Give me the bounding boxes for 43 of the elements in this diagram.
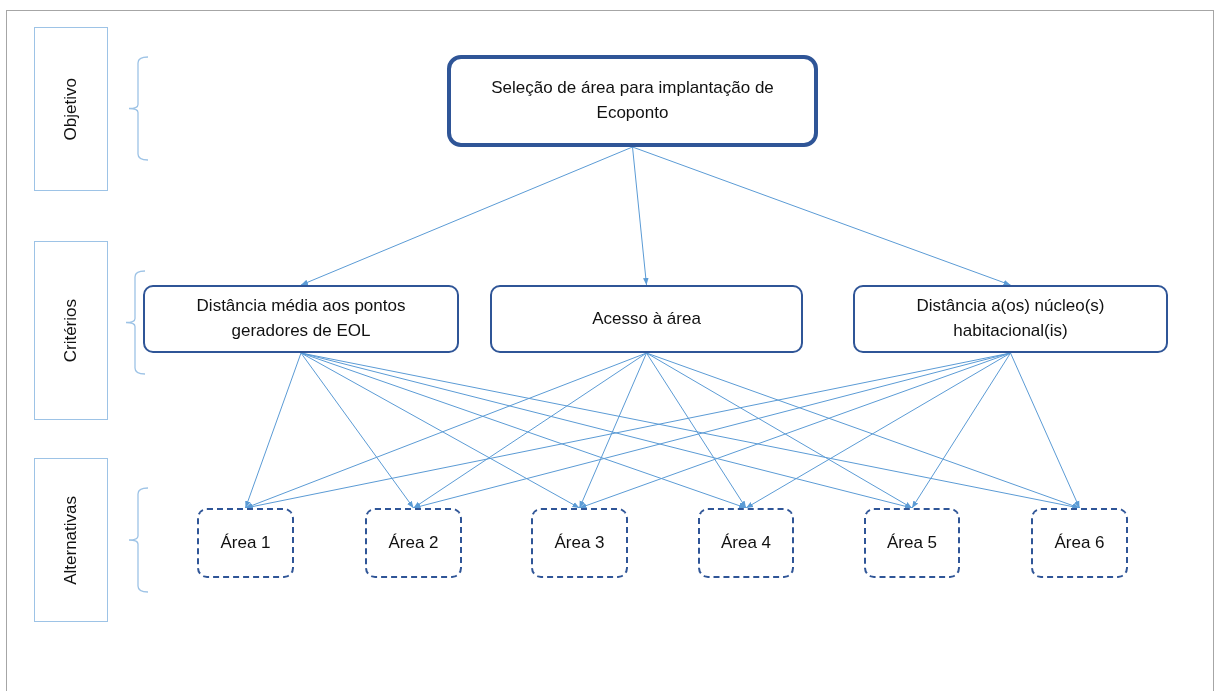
node-text: Área 5 xyxy=(886,531,938,554)
arrow xyxy=(745,352,1011,509)
goal-box xyxy=(447,55,818,147)
criterion-box xyxy=(853,285,1168,353)
alternative-box xyxy=(531,508,628,578)
arrow xyxy=(413,352,1011,509)
level-label-box xyxy=(34,241,108,420)
alternative-box xyxy=(698,508,794,578)
node-text: Seleção de área para implantação de Ecoponto xyxy=(490,77,775,124)
arrow xyxy=(245,352,302,509)
arrow xyxy=(646,352,1080,509)
arrow xyxy=(300,146,633,286)
node-text: Distância a(os) núcleo(s) habitacional(is) xyxy=(915,295,1106,342)
node-text: Área 1 xyxy=(220,531,271,554)
criterion-box xyxy=(490,285,803,353)
arrow xyxy=(632,146,1011,286)
node-text: Área 2 xyxy=(388,531,439,554)
node-text: Área 4 xyxy=(720,531,772,554)
arrow xyxy=(300,352,580,509)
criterion-box xyxy=(143,285,459,353)
arrow xyxy=(579,352,1011,509)
arrow xyxy=(300,352,414,509)
node-text: Objetivo xyxy=(61,77,81,141)
alternative-box xyxy=(864,508,960,578)
level-label-box xyxy=(34,27,108,191)
arrow xyxy=(579,352,647,509)
arrow xyxy=(911,352,1011,509)
node-text: Área 3 xyxy=(554,531,605,554)
arrow xyxy=(646,352,747,509)
node-text: Área 6 xyxy=(1054,531,1105,554)
node-text: Acesso à área xyxy=(592,307,701,330)
alternative-box xyxy=(1031,508,1128,578)
arrow xyxy=(413,352,647,509)
level-label-box xyxy=(34,458,108,622)
alternative-box xyxy=(197,508,294,578)
node-text: Distância média aos pontos geradores de EOL xyxy=(195,295,407,342)
arrow xyxy=(632,146,649,286)
arrow xyxy=(646,352,913,509)
node-text: Critérios xyxy=(61,298,81,363)
arrow xyxy=(245,352,647,509)
alternative-box xyxy=(365,508,462,578)
arrow xyxy=(1010,352,1080,509)
node-text: Alternativas xyxy=(61,495,81,585)
